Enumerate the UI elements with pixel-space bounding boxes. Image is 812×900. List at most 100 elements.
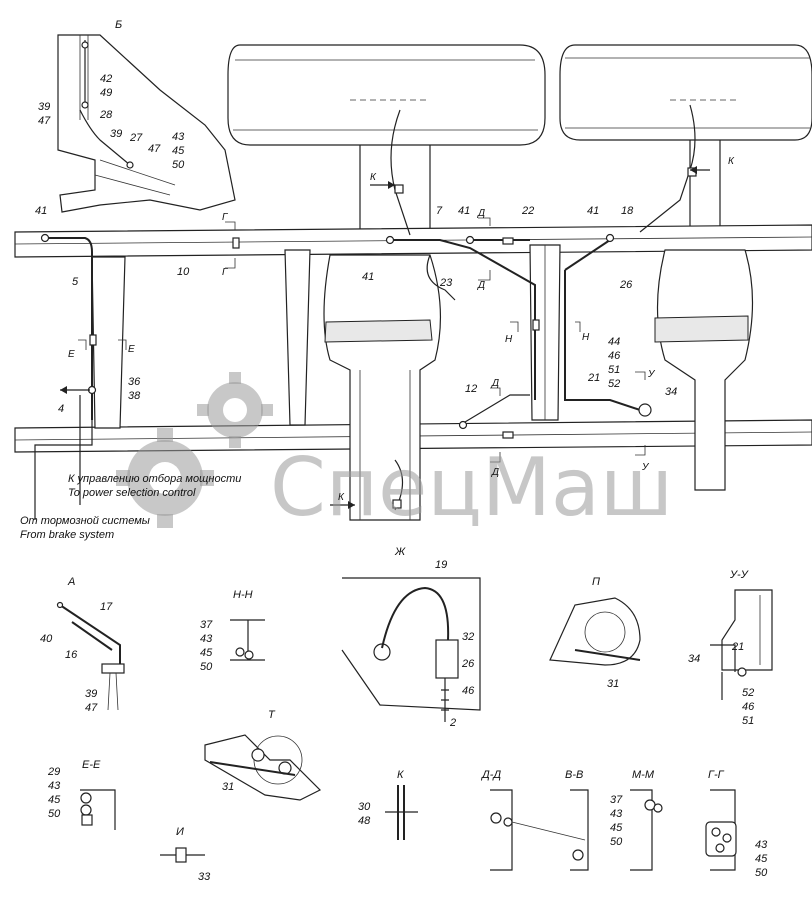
- view-title-mm: М-М: [632, 769, 655, 781]
- brake-note-ru: От тормозной системы: [20, 515, 150, 527]
- callout: 52: [608, 378, 620, 390]
- callout: 34: [688, 653, 700, 665]
- callout: 45: [48, 794, 61, 806]
- section-cut-marks: [78, 217, 646, 463]
- view-dd-detail: [490, 789, 513, 871]
- view-title-i: И: [176, 826, 184, 838]
- section-mark-k-rear: К: [728, 156, 735, 167]
- callout: 30: [358, 801, 371, 813]
- callout: 43: [755, 839, 768, 851]
- callout: 16: [65, 649, 78, 661]
- view-gg-detail: [705, 789, 737, 871]
- callout: 43: [172, 131, 185, 143]
- callout: 51: [608, 364, 620, 376]
- view-t-detail: [204, 734, 322, 801]
- callout: 19: [435, 559, 447, 571]
- wheel-rear: [559, 44, 812, 235]
- callout: 41: [362, 271, 374, 283]
- section-mark-n-right: Н: [582, 332, 590, 343]
- gear-icon: [116, 372, 273, 528]
- view-zh-detail: [341, 577, 481, 722]
- callout: 27: [129, 132, 143, 144]
- flow-arrows: [60, 166, 710, 509]
- section-mark-n-left: Н: [505, 334, 513, 345]
- axle-front: [323, 254, 442, 521]
- view-nn-detail: [230, 619, 265, 661]
- watermark-text: СпецМаш: [270, 441, 673, 534]
- callout: 31: [607, 678, 619, 690]
- callout: 43: [48, 780, 61, 792]
- view-a-detail: [56, 601, 125, 711]
- callout: 45: [172, 145, 185, 157]
- view-title-dd: Д-Д: [480, 769, 501, 781]
- view-b-inset: [57, 34, 236, 213]
- view-title-ee: Е-Е: [82, 759, 101, 771]
- view-title-p: П: [592, 576, 600, 588]
- callout: 10: [177, 266, 190, 278]
- callout: 33: [198, 871, 211, 883]
- section-mark-e-left: Е: [68, 349, 75, 360]
- callout: 37: [200, 619, 213, 631]
- fittings: [40, 167, 697, 509]
- callout: 37: [610, 794, 623, 806]
- pto-note-ru: К управлению отбора мощности: [68, 473, 241, 485]
- callout: 51: [742, 715, 754, 727]
- callout: 2: [449, 717, 456, 729]
- callout: 40: [40, 633, 53, 645]
- view-i-detail: [160, 847, 205, 863]
- view-title-a: А: [67, 576, 75, 588]
- view-title-t: Т: [268, 709, 276, 721]
- callout: 47: [148, 143, 161, 155]
- view-p-detail: [549, 597, 641, 666]
- view-ee-detail: [80, 789, 116, 830]
- callout: 41: [35, 205, 47, 217]
- callout: 38: [128, 390, 141, 402]
- callout: 41: [458, 205, 470, 217]
- callout-numbers: 42 49 39 47 28 39 27 47 43 45 50 41 7 41…: [35, 73, 768, 883]
- callout: 31: [222, 781, 234, 793]
- callout: 39: [38, 101, 50, 113]
- view-title-vv: В-В: [565, 769, 583, 781]
- callout: 49: [100, 87, 112, 99]
- callout: 21: [731, 641, 744, 653]
- callout: 50: [172, 159, 185, 171]
- callout: 46: [742, 701, 755, 713]
- callout: 29: [47, 766, 60, 778]
- callout: 47: [85, 702, 98, 714]
- section-mark-d-bottom: Д: [477, 280, 485, 291]
- view-title-gg: Г-Г: [708, 769, 725, 781]
- callout: 46: [462, 685, 475, 697]
- view-k-detail: [385, 785, 418, 840]
- view-title-nn: Н-Н: [233, 589, 253, 601]
- callout: 45: [610, 822, 623, 834]
- view-vv-detail: [511, 789, 589, 871]
- callout: 46: [608, 350, 621, 362]
- callout: 39: [85, 688, 97, 700]
- callout: 5: [72, 276, 79, 288]
- section-mark-g-top: Г: [222, 212, 229, 223]
- callout: 39: [110, 128, 122, 140]
- section-mark-u-bottom: У: [641, 462, 650, 473]
- frame-crossmembers: [91, 244, 561, 429]
- callout: 52: [742, 687, 754, 699]
- callout: 50: [48, 808, 61, 820]
- callout: 44: [608, 336, 620, 348]
- callout: 22: [521, 205, 534, 217]
- wheel-front: [227, 44, 546, 235]
- view-title-uu: У-У: [729, 569, 749, 581]
- callout: 12: [465, 383, 477, 395]
- section-mark-e-right: Е: [128, 344, 135, 355]
- callout: 50: [200, 661, 213, 673]
- callout: 42: [100, 73, 112, 85]
- view-title-zh: Ж: [394, 546, 406, 558]
- callout: 34: [665, 386, 677, 398]
- callout: 45: [755, 853, 768, 865]
- callout: 43: [200, 633, 213, 645]
- axle-rear: [654, 249, 754, 491]
- pto-note-en: To power selection control: [68, 487, 196, 499]
- view-title-b: Б: [115, 19, 122, 31]
- callout: 26: [619, 279, 633, 291]
- callout: 43: [610, 808, 623, 820]
- brake-note-en: From brake system: [20, 529, 114, 541]
- section-mark-d2-top: Д: [491, 378, 499, 389]
